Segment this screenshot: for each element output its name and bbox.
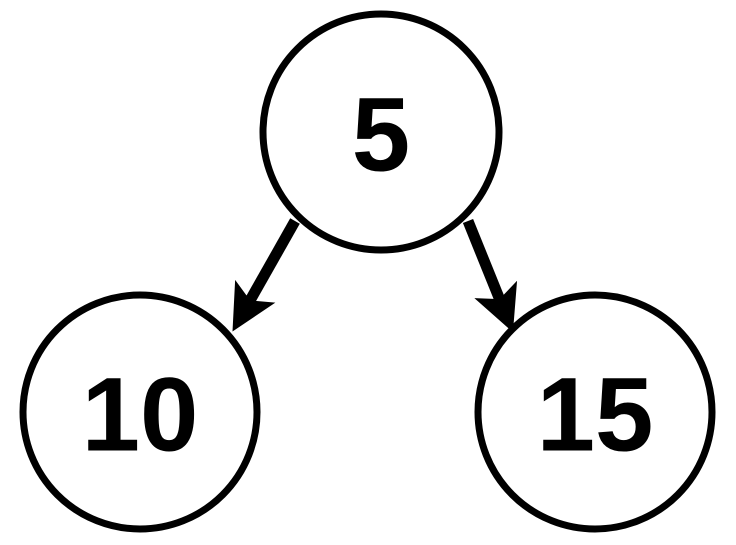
edge-group	[232, 218, 518, 333]
edge-root-to-left	[232, 218, 300, 332]
node-right-circle[interactable]	[474, 291, 716, 533]
node-left-label: 10	[82, 357, 199, 474]
node-root[interactable]: 5	[259, 10, 503, 254]
node-root-circle[interactable]	[259, 10, 503, 254]
node-left-circle[interactable]	[19, 291, 261, 533]
node-left-child[interactable]: 10	[19, 291, 261, 533]
node-right-child[interactable]: 15	[474, 291, 716, 533]
node-right-label: 15	[537, 357, 654, 474]
node-root-label: 5	[352, 77, 410, 194]
edge-root-to-right	[462, 218, 518, 333]
